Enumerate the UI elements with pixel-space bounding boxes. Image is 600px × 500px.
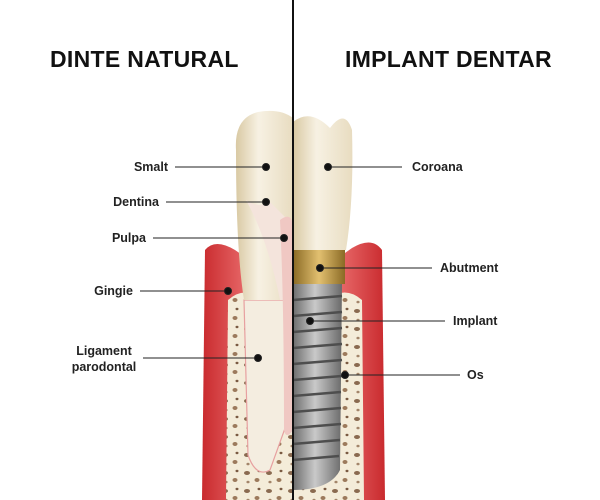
label-ligament-parodontal: Ligament parodontal <box>71 344 137 374</box>
dental-implant <box>292 116 353 490</box>
leader-lines <box>140 163 460 379</box>
label-implant: Implant <box>453 314 498 328</box>
label-coroana: Coroana <box>412 160 463 174</box>
natural-tooth <box>235 110 294 473</box>
label-abutment: Abutment <box>440 261 499 275</box>
label-gingie: Gingie <box>94 284 133 298</box>
label-dentina: Dentina <box>113 195 159 209</box>
title-dental-implant: IMPLANT DENTAR <box>345 46 552 72</box>
label-smalt: Smalt <box>133 160 168 174</box>
label-os: Os <box>467 368 484 382</box>
label-pulpa: Pulpa <box>111 231 146 245</box>
title-natural-tooth: DINTE NATURAL <box>50 46 239 72</box>
